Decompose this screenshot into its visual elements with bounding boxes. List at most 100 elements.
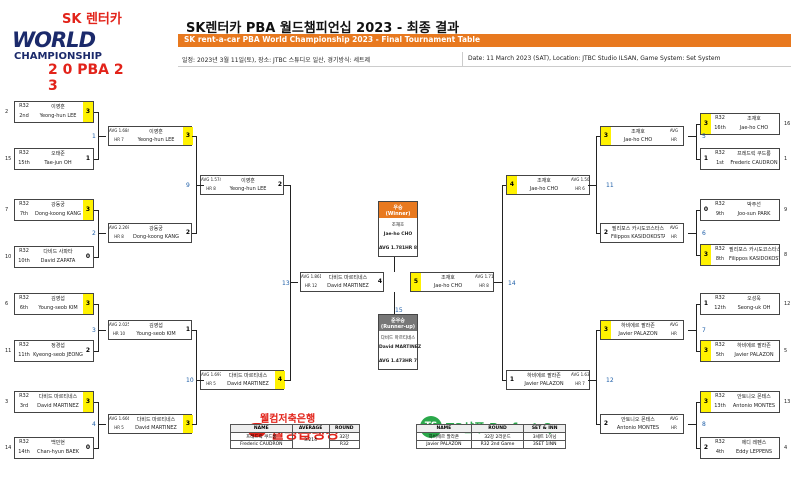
avg: AVG 1.632 — [571, 372, 589, 377]
champion-label-en: (Winner) — [385, 211, 411, 217]
player-name-kr: 강동궁 — [51, 202, 65, 208]
score: 3 — [701, 245, 711, 265]
score: 3 — [83, 294, 93, 314]
subtitle-bar: SK rent-a-car PBA World Championship 202… — [178, 34, 791, 47]
player-name-en: David MARTINEZ — [37, 403, 79, 409]
seed-number: 11 — [5, 348, 12, 354]
high-run: HR — [671, 331, 677, 336]
rank-label: 3rd — [19, 403, 29, 409]
table-cell: 3.214 — [291, 432, 330, 449]
high-run: HR 5 — [114, 425, 124, 430]
round-label: R32 — [715, 342, 725, 348]
bracket-line — [502, 185, 503, 381]
round-label: R32 — [715, 295, 725, 301]
runner-up-name-en: David MARTINEZ — [379, 345, 422, 350]
round-label: R32 — [19, 295, 29, 301]
bracket-line — [192, 330, 196, 331]
champion-hr: HR 8 — [405, 246, 417, 251]
rank-label: 13th — [714, 403, 726, 409]
seed-number: 5 — [784, 348, 788, 354]
table-header: NAME — [230, 424, 293, 433]
player-name-kr: 에디 레펜스 — [741, 440, 767, 446]
round-label: R32 — [19, 248, 29, 254]
seed-number: 16 — [784, 121, 791, 127]
bracket-line — [688, 330, 696, 331]
bracket-line — [588, 185, 596, 186]
high-run: HR 6 — [575, 186, 585, 191]
player-name-en: Joo-sun PARK — [737, 211, 771, 217]
avg: AVG 1.684 — [109, 128, 129, 133]
player-name-en: David ZAPATA — [40, 258, 76, 264]
player-name-en: Jae-ho CHO — [433, 283, 463, 289]
subtitle: SK rent-a-car PBA World Championship 202… — [184, 35, 481, 44]
table-cell: R32 2nd Game — [470, 440, 525, 449]
bracket-line — [98, 402, 99, 449]
high-run: HR 12 — [304, 283, 318, 288]
table-header: ROUND — [470, 424, 525, 433]
bracket-line — [284, 185, 290, 186]
bracket-line — [696, 402, 700, 403]
player-name-kr: 다비드 마르티네스 — [38, 394, 78, 400]
rank-label: 2nd — [19, 113, 29, 119]
round-label: R32 — [19, 201, 29, 207]
rank-label: 6th — [19, 305, 29, 311]
table-header: NAME — [416, 424, 472, 433]
score: 3 — [701, 114, 711, 134]
bracket-line — [596, 424, 600, 425]
player-name-en: Dong-koong KANG — [132, 234, 180, 240]
seed-number: 6 — [5, 301, 9, 307]
runner-up-header: 준우승 (Runner-up) — [379, 315, 417, 331]
score: 0 — [703, 206, 709, 213]
bracket-line — [94, 257, 98, 258]
seed-number: 9 — [784, 207, 788, 213]
player-name-en: Jae-ho CHO — [623, 137, 653, 143]
score: 3 — [83, 392, 93, 412]
score: 1 — [703, 300, 709, 307]
divider — [462, 52, 463, 66]
bracket-line — [596, 233, 600, 234]
avg: AVG — [669, 128, 679, 133]
score: 2 — [277, 181, 283, 188]
player-name-kr: 하비에르 팔라존 — [737, 343, 771, 349]
seed-number: 3 — [5, 399, 9, 405]
bracket-line — [98, 210, 99, 258]
bracket-line — [696, 448, 700, 449]
bracket-line — [94, 304, 98, 305]
match-number: 13 — [282, 280, 290, 287]
high-run: HR — [671, 425, 677, 430]
player-name-en: Seong-uk OH — [737, 305, 771, 311]
bracket-line — [192, 233, 196, 234]
table-cell: 3SET 1INN — [523, 440, 566, 449]
bracket-line — [596, 136, 597, 234]
avg: AVG 1.711 — [475, 274, 493, 279]
player-name-en: Chan-hyun BAEK — [36, 449, 80, 455]
bracket-line — [688, 136, 696, 137]
match-number: 11 — [606, 182, 614, 189]
rank-label: 4th — [715, 449, 725, 455]
runner-up-avg: AVG 1.473 — [379, 359, 406, 364]
match-number: 12 — [606, 377, 614, 384]
bracket-line — [192, 424, 196, 425]
player-name-kr: 하비에르 팔라존 — [621, 323, 655, 329]
player-name-kr: 오태준 — [51, 151, 65, 157]
rank-label: 14th — [18, 449, 30, 455]
bracket-line — [696, 124, 700, 125]
player-name-kr: 다비드 사파타 — [43, 249, 73, 255]
rank-label: 11th — [18, 352, 30, 358]
player-name-en: Kyeong-seob JEONG — [33, 352, 83, 358]
high-run: HR 10 — [112, 331, 126, 336]
round-label: R32 — [19, 150, 29, 156]
table-cell: R32 — [328, 440, 361, 449]
player-name-en: Javier PALAZON — [524, 381, 564, 387]
player-name-kr: 정경섭 — [51, 343, 65, 349]
rank-label: 10th — [18, 258, 30, 264]
